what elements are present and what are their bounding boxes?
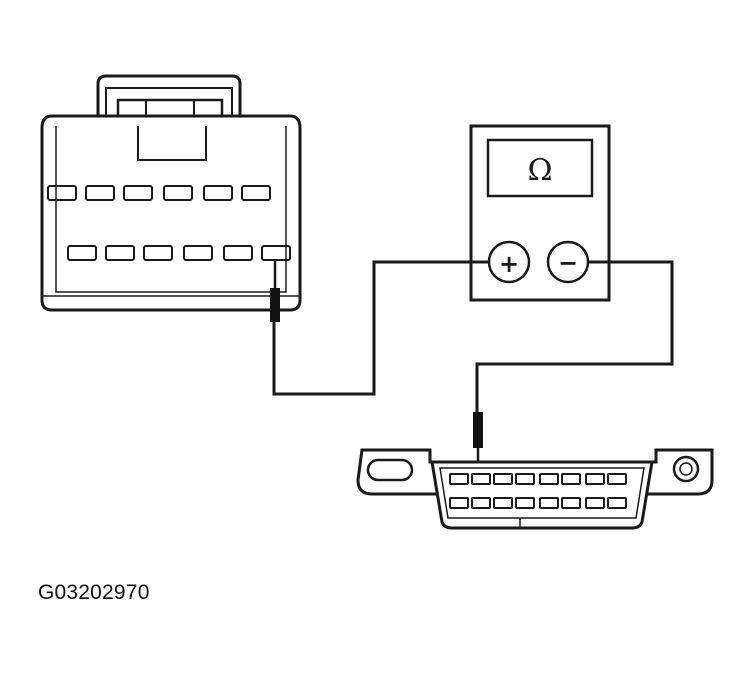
dlc-upper-pins <box>449 473 627 485</box>
left-connector <box>40 74 302 312</box>
dlc-right-hole <box>672 455 700 483</box>
plus-label: + <box>499 250 519 278</box>
ohmmeter <box>469 124 611 302</box>
connector-body <box>40 114 302 312</box>
minus-label: − <box>558 249 578 277</box>
test-leads <box>272 260 674 448</box>
connector-lower-cavities <box>67 245 291 261</box>
positive-lead-wire <box>272 260 489 396</box>
negative-lead-wire <box>475 260 674 448</box>
positive-probe <box>270 260 280 322</box>
dlc-left-slot <box>366 458 414 482</box>
connector-latch-lip <box>105 87 233 120</box>
ohm-symbol: Ω <box>528 153 553 188</box>
connector-body-inner <box>55 126 287 293</box>
dlc-shroud <box>430 460 654 530</box>
ohmmeter-display <box>486 138 594 198</box>
connector-upper-cavities <box>47 185 271 201</box>
dlc-connector <box>356 448 714 530</box>
figure-code: G03202970 <box>38 581 150 604</box>
dlc-lower-pins <box>449 497 627 509</box>
